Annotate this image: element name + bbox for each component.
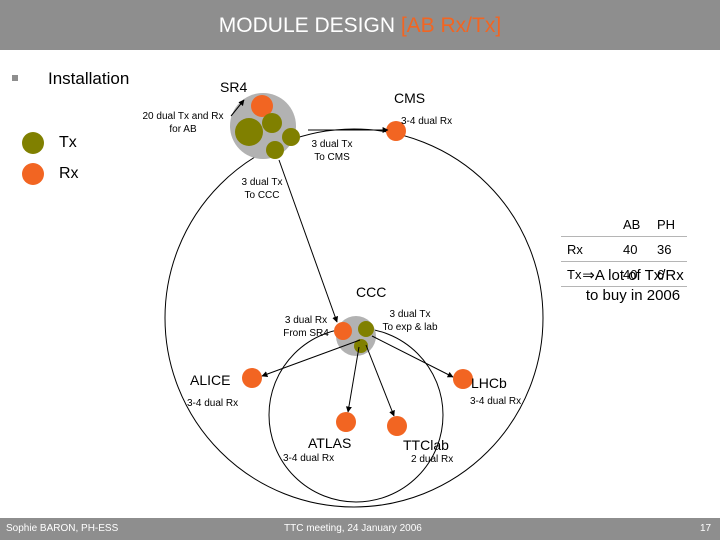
- node-sr4: SR4: [220, 79, 248, 95]
- ring-large: [164, 128, 544, 508]
- cms-tx-label-line2: To CMS: [314, 152, 350, 163]
- lhcb-rx-label: 3-4 dual Rx: [470, 396, 522, 407]
- footer-page-number: 17: [700, 523, 712, 534]
- ccc-rx-dot: [334, 322, 352, 340]
- node-cms: CMS: [394, 90, 426, 106]
- sr4-tx-dot-main: [235, 118, 263, 146]
- table-cell: Rx: [561, 236, 613, 262]
- to-alice-arrow: [261, 339, 361, 377]
- slide-title: MODULE DESIGN [AB Rx/Tx]: [0, 14, 720, 38]
- ccc-rx-label-line2: From SR4: [283, 328, 329, 339]
- atlas-rx-dot: [336, 412, 356, 432]
- table-row: Rx 40 36: [561, 236, 687, 262]
- sr4-rx-dot: [251, 95, 273, 117]
- rx-tx-count-table: AB PH Rx 40 36 Tx 40 6: [561, 212, 687, 287]
- cms-tx-label: 3 dual Tx To CMS: [300, 138, 364, 164]
- table-cell: 36: [653, 236, 687, 262]
- sr4-ab-label: 20 dual Tx and Rx for AB: [128, 110, 238, 136]
- table-header-row: AB PH: [561, 212, 687, 237]
- title-highlight: [AB Rx/Tx]: [400, 14, 502, 37]
- cms-rx-label: 3-4 dual Rx: [401, 116, 453, 127]
- sr4-ab-label-line1: 20 dual Tx and Rx: [142, 111, 224, 122]
- table-header-cell: [561, 212, 613, 237]
- ccc-tx-dot-1: [358, 321, 374, 337]
- node-alice: ALICE: [190, 372, 231, 388]
- footer-author: Sophie BARON, PH-ESS: [6, 523, 119, 534]
- alice-rx-label: 3-4 dual Rx: [187, 398, 239, 409]
- table-header-cell: PH: [653, 212, 687, 237]
- table-cell: 6: [653, 261, 687, 287]
- rx-legend-dot: [22, 163, 44, 185]
- ccc-tx-label-line1: 3 dual Tx: [241, 177, 283, 188]
- ttclab-rx-dot: [387, 416, 407, 436]
- atlas-rx-label: 3-4 dual Rx: [283, 453, 335, 464]
- ccc-tx-label: 3 dual Tx To CCC: [230, 176, 294, 202]
- ccc-rx-label-line1: 3 dual Rx: [284, 315, 328, 326]
- bullet-installation: Installation: [48, 69, 130, 88]
- sr4-tx-dot-2: [262, 113, 282, 133]
- conclusion-text: ⇒A lot of Tx/Rx to buy in 2006: [553, 266, 713, 306]
- table-cell: Tx: [561, 261, 613, 287]
- node-lhcb: LHCb: [471, 375, 507, 391]
- table-cell: 40: [613, 261, 653, 287]
- cms-rx-dot: [386, 121, 406, 141]
- sr4-tx-dot-4: [266, 141, 284, 159]
- ccc-rx-label: 3 dual Rx From SR4: [274, 314, 338, 340]
- lhcb-rx-dot: [453, 369, 473, 389]
- to-atlas-arrow: [345, 346, 360, 413]
- ab-label-arrow: [230, 99, 245, 117]
- node-ccc: CCC: [356, 284, 387, 300]
- legend-tx-label: Tx: [59, 134, 77, 151]
- ttclab-rx-label: 2 dual Rx: [411, 454, 454, 465]
- table-cell: 40: [613, 236, 653, 262]
- to-ttclab-arrow: [365, 344, 395, 417]
- node-ttclab: TTClab: [403, 437, 449, 453]
- sr4-tx-dot-3: [282, 128, 300, 146]
- title-bar: [0, 0, 720, 50]
- footer-meeting: TTC meeting, 24 January 2006: [284, 523, 422, 534]
- legend-rx-label: Rx: [59, 165, 79, 182]
- exp-tx-label: 3 dual Tx To exp & lab: [374, 308, 446, 334]
- ccc-tx-label-line2: To CCC: [244, 190, 280, 201]
- exp-tx-label-line2: To exp & lab: [382, 322, 438, 333]
- square-bullet-icon: [12, 75, 18, 81]
- exp-tx-label-line1: 3 dual Tx: [389, 309, 431, 320]
- to-lhcb-arrow: [371, 335, 454, 378]
- title-main: MODULE DESIGN: [218, 14, 401, 37]
- tx-legend-dot: [22, 132, 44, 154]
- alice-rx-dot: [242, 368, 262, 388]
- node-atlas: ATLAS: [308, 435, 352, 451]
- table-header-cell: AB: [613, 212, 653, 237]
- cms-tx-label-line1: 3 dual Tx: [311, 139, 353, 150]
- sr4-ab-label-line2: for AB: [169, 124, 197, 135]
- conclusion-line1: ⇒A lot of Tx/Rx: [582, 267, 684, 284]
- footer-bar: [0, 518, 720, 540]
- conclusion-line2: to buy in 2006: [585, 287, 681, 304]
- ccc-tx-dot-2: [354, 339, 368, 353]
- table-row: Tx 40 6: [561, 261, 687, 287]
- sr4-to-ccc-arrow: [278, 159, 339, 323]
